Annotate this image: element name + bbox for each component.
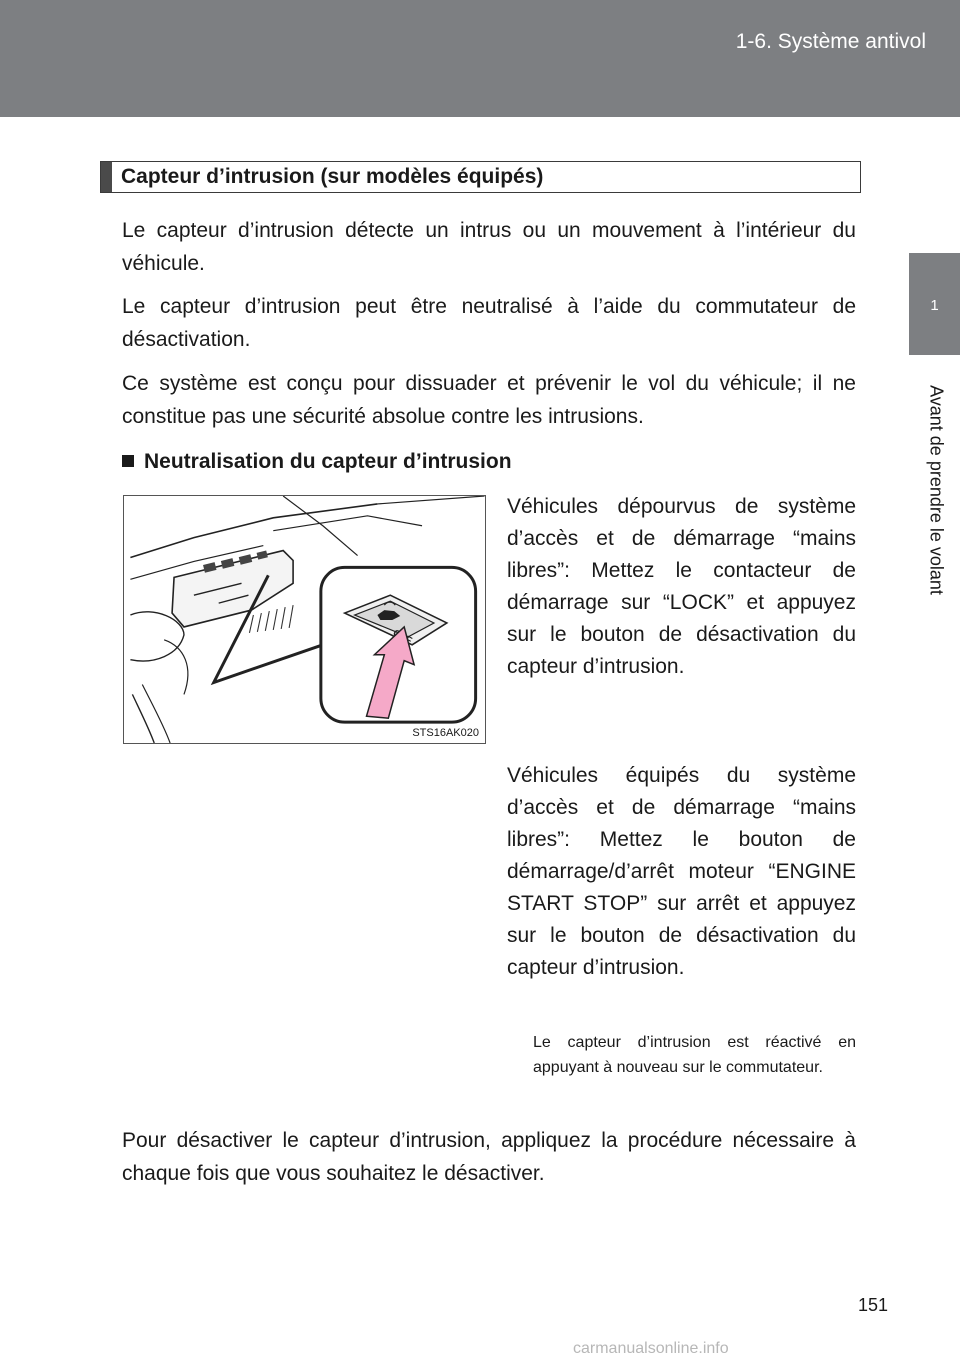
section-title: Capteur d’intrusion (sur modèles équipés…: [121, 165, 544, 188]
paragraph-2: Le capteur d’intrusion peut être neutral…: [122, 295, 856, 351]
page-number: 151: [857, 1295, 888, 1315]
chapter-title: Avant de prendre le volant: [926, 385, 947, 595]
overhead-console-drawing: OFF: [130, 496, 485, 743]
press-arrow-icon: [365, 625, 416, 719]
chapter-tab[interactable]: 1: [909, 253, 960, 355]
intrusion-sensor-illustration: OFF STS16AK020: [123, 495, 486, 744]
section-heading: Capteur d’intrusion (sur modèles équipés…: [100, 161, 861, 193]
subsection-title: Neutralisation du capteur d’intrusion: [144, 450, 512, 473]
illustration-code: STS16AK020: [412, 727, 479, 739]
section-reference: 1-6. Système antivol: [735, 30, 926, 53]
paragraph-3: Ce système est conçu pour dissuader et p…: [122, 372, 856, 428]
watermark: carmanualsonline.info: [573, 1340, 729, 1357]
heading-marker: [101, 162, 112, 192]
subsection-heading: Neutralisation du capteur d’intrusion: [122, 450, 512, 474]
paragraph-1: Le capteur d’intrusion détecte un intrus…: [122, 219, 856, 275]
reactivation-note: Le capteur d’intrusion est réactivé en a…: [533, 1034, 856, 1076]
instruction-with-smart-key: Véhicules équipés du système d’accès et …: [507, 764, 856, 979]
instruction-without-smart-key: Véhicules dépourvus de système d’accès e…: [507, 495, 856, 678]
header-band: 1-6. Système antivol: [0, 0, 960, 117]
square-bullet-icon: [122, 455, 134, 467]
chapter-title-vertical: Avant de prendre le volant: [921, 370, 951, 610]
chapter-number: 1: [930, 297, 939, 314]
closing-paragraph: Pour désactiver le capteur d’intrusion, …: [122, 1129, 856, 1185]
